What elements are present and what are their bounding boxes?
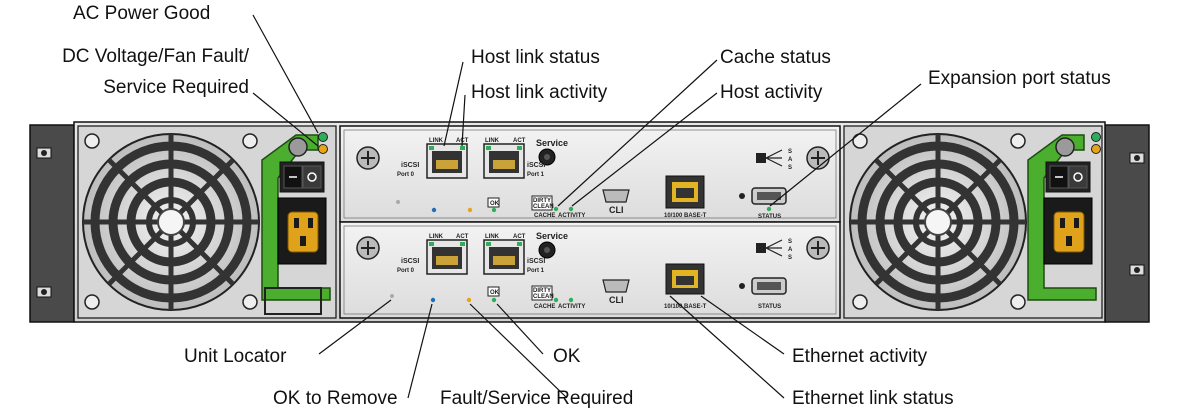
controller-module-b xyxy=(339,221,841,319)
fan-screws-right xyxy=(852,133,1026,310)
callout-ac-power-good: AC Power Good xyxy=(73,3,211,24)
port0-label: Port 0 xyxy=(397,172,415,178)
leader-ok xyxy=(496,303,544,355)
leader-cache-status xyxy=(557,59,718,207)
sas-a: A xyxy=(788,247,793,253)
base-t-label: 10/100 BASE-T xyxy=(664,304,707,310)
controller-module-a xyxy=(339,125,841,223)
ctrl-a-labels: LINK ACT LINK ACT iSCSI Port 0 iSCSI Por… xyxy=(397,138,793,220)
psu-handle[interactable] xyxy=(261,134,331,301)
right-mounting-ear xyxy=(1104,124,1150,323)
fan-screws-left xyxy=(84,133,258,310)
psu-handle-right[interactable] xyxy=(1027,134,1097,301)
right-fan xyxy=(849,133,1027,311)
callout-host-activity: Host activity xyxy=(720,82,823,103)
leader-ethernet-link xyxy=(669,295,785,399)
link-label: LINK xyxy=(485,138,500,144)
left-mounting-ear xyxy=(29,124,75,323)
right-power-supply xyxy=(843,125,1103,319)
activity-label: ACTIVITY xyxy=(558,213,585,219)
status-label: STATUS xyxy=(758,214,781,220)
dirty-label: DIRTY xyxy=(533,198,551,204)
callout-unit-locator: Unit Locator xyxy=(184,346,287,367)
cache-label: CACHE xyxy=(534,213,555,219)
sas-s2: S xyxy=(788,255,792,261)
ok-label: OK xyxy=(490,290,500,296)
act-label: ACT xyxy=(513,138,526,144)
leader-dc-fault xyxy=(252,92,319,147)
callout-fault-service-required: Fault/Service Required xyxy=(440,388,634,409)
act-label: ACT xyxy=(456,234,469,240)
dc-fault-led xyxy=(318,144,328,154)
leader-ac-power-good xyxy=(252,14,319,134)
dc-fault-led-right xyxy=(1091,144,1101,154)
cli-label: CLI xyxy=(609,205,624,215)
sas-s2: S xyxy=(788,165,792,171)
left-fan xyxy=(82,133,260,311)
callout-dc-fault-line2: Service Required xyxy=(103,77,249,98)
iscsi-label: iSCSI xyxy=(527,162,545,169)
link-label: LINK xyxy=(429,138,444,144)
cli-label: CLI xyxy=(609,295,624,305)
ac-power-good-led-right xyxy=(1091,132,1101,142)
service-label: Service xyxy=(536,231,568,241)
leader-expansion-port xyxy=(769,83,922,207)
callout-ethernet-activity: Ethernet activity xyxy=(792,346,928,367)
leader-lines xyxy=(252,14,922,399)
sas-s1: S xyxy=(788,239,792,245)
clean-label: CLEAN xyxy=(533,204,554,210)
leader-unit-locator xyxy=(318,299,392,355)
status-label: STATUS xyxy=(758,304,781,310)
leader-host-link-activity xyxy=(461,94,466,147)
callout-host-link-activity: Host link activity xyxy=(471,82,608,103)
leader-fault xyxy=(469,303,568,399)
sas-s1: S xyxy=(788,149,792,155)
service-label: Service xyxy=(536,138,568,148)
callout-host-link-status: Host link status xyxy=(471,47,600,68)
leader-host-activity xyxy=(571,92,718,207)
ctrl-b-labels: LINK ACT LINK ACT iSCSI Port 0 iSCSI Por… xyxy=(397,231,793,310)
port0-label: Port 0 xyxy=(397,268,415,274)
iscsi-label: iSCSI xyxy=(527,258,545,265)
link-label: LINK xyxy=(429,234,444,240)
cache-label: CACHE xyxy=(534,304,555,310)
clean-label: CLEAN xyxy=(533,294,554,300)
ctrl-b-parts xyxy=(356,236,830,303)
leader-ethernet-activity xyxy=(700,295,785,355)
psu-thumbscrew-right[interactable] xyxy=(1055,137,1075,157)
callout-ok-to-remove: OK to Remove xyxy=(273,388,398,409)
iscsi-label: iSCSI xyxy=(401,258,419,265)
ac-power-good-led xyxy=(318,132,328,142)
callout-cache-status: Cache status xyxy=(720,47,831,68)
link-label: LINK xyxy=(485,234,500,240)
act-label: ACT xyxy=(513,234,526,240)
psu-thumbscrew[interactable] xyxy=(288,137,308,157)
leader-ok-to-remove xyxy=(407,303,433,399)
leader-host-link-status xyxy=(443,61,464,147)
iscsi-label: iSCSI xyxy=(401,162,419,169)
port1-label: Port 1 xyxy=(527,172,545,178)
callout-expansion-port-status: Expansion port status xyxy=(928,68,1111,89)
ok-label: OK xyxy=(490,201,500,207)
left-power-supply xyxy=(77,125,337,319)
base-t-label: 10/100 BASE-T xyxy=(664,213,707,219)
callout-ok: OK xyxy=(553,346,581,367)
port1-label: Port 1 xyxy=(527,268,545,274)
sas-a: A xyxy=(788,157,793,163)
dirty-label: DIRTY xyxy=(533,288,551,294)
callout-dc-fault-line1: DC Voltage/Fan Fault/ xyxy=(62,46,249,67)
psu-latch[interactable] xyxy=(264,287,322,315)
ctrl-a-parts xyxy=(356,143,830,213)
activity-label: ACTIVITY xyxy=(558,304,585,310)
callout-ethernet-link-status: Ethernet link status xyxy=(792,388,954,409)
